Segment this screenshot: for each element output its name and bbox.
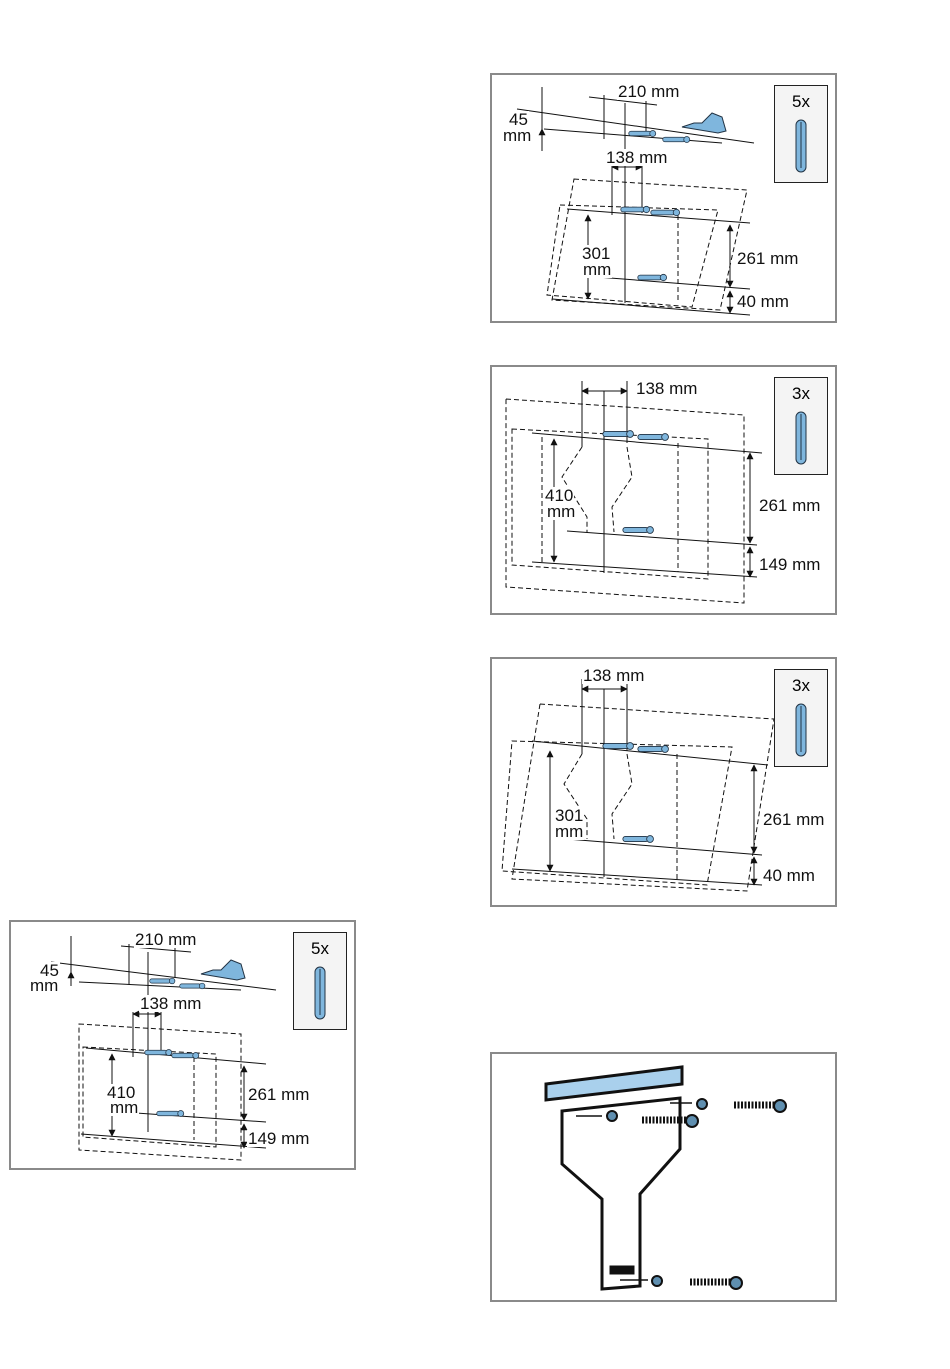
vertical-label: 261 mm <box>758 496 822 515</box>
bottom-label: 40 mm <box>762 866 816 885</box>
diagram-panel-5 <box>490 1052 837 1302</box>
offset-value-label: 45 <box>508 110 529 129</box>
quantity-label: 3x <box>792 676 810 695</box>
vertical-label: 261 mm <box>247 1085 311 1104</box>
height-unit-label: mm <box>109 1098 140 1117</box>
bottom-label: 149 mm <box>758 555 822 574</box>
height-value-label: 410 <box>106 1083 137 1102</box>
height-value-label: 410 <box>544 486 575 505</box>
quantity-box: 5x <box>293 932 347 1030</box>
quantity-label: 5x <box>792 92 810 111</box>
vertical-label: 261 mm <box>762 810 826 829</box>
dowel-icon <box>795 411 807 465</box>
offset-unit-label: mm <box>29 976 60 995</box>
diagram-panel-3: 138 mm 301 mm 261 mm 40 mm 3x <box>490 657 837 907</box>
height-unit-label: mm <box>546 502 577 521</box>
mounting-diagram <box>516 87 755 316</box>
top-width-label: 210 mm <box>617 82 681 101</box>
dowel-icon <box>314 966 326 1020</box>
offset-unit-label: mm <box>502 126 533 145</box>
bracket-installation-diagram <box>544 1065 787 1291</box>
spacing-label: 138 mm <box>582 666 646 685</box>
mounting-diagram <box>50 936 277 1161</box>
dowel-icon <box>795 119 807 173</box>
mounting-diagram <box>501 679 775 892</box>
height-value-label: 301 <box>581 244 612 263</box>
diagram-panel-2: 138 mm 410 mm 261 mm 149 mm 3x <box>490 365 837 615</box>
height-unit-label: mm <box>582 260 613 279</box>
spirit-level-icon <box>544 1065 684 1102</box>
mounting-bracket-icon <box>560 1096 682 1291</box>
height-value-label: 301 <box>554 806 585 825</box>
offset-value-label: 45 <box>39 961 60 980</box>
quantity-box: 3x <box>774 377 828 475</box>
dowel-icon <box>795 703 807 757</box>
quantity-label: 5x <box>311 939 329 958</box>
spacing-label: 138 mm <box>635 379 699 398</box>
spacing-label: 138 mm <box>139 994 203 1013</box>
bottom-label: 40 mm <box>736 292 790 311</box>
spacing-label: 138 mm <box>605 148 669 167</box>
bottom-label: 149 mm <box>247 1129 311 1148</box>
top-width-label: 210 mm <box>134 930 198 949</box>
quantity-box: 3x <box>774 669 828 767</box>
quantity-label: 3x <box>792 384 810 403</box>
diagram-panel-1: 210 mm 45 mm 138 mm 301 mm 261 mm 40 mm … <box>490 73 837 323</box>
quantity-box: 5x <box>774 85 828 183</box>
vertical-label: 261 mm <box>736 249 800 268</box>
diagram-panel-4: 210 mm 45 mm 138 mm 410 mm 261 mm 149 mm… <box>9 920 356 1170</box>
height-unit-label: mm <box>554 822 585 841</box>
